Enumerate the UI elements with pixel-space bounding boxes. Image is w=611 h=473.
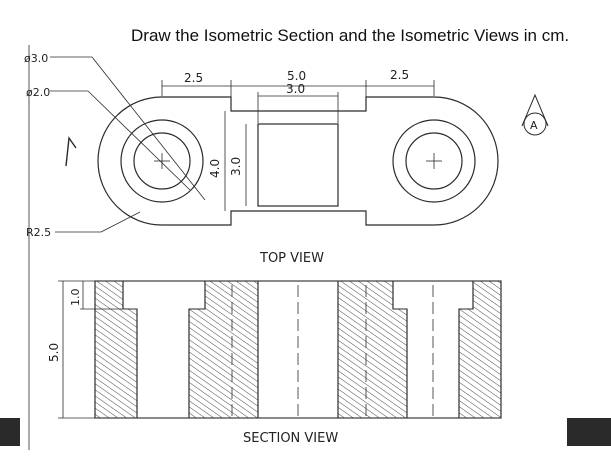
dim-section-height: 5.0 [47, 343, 61, 362]
top-view-label: TOP VIEW [259, 251, 324, 266]
dim-right-width: 2.5 [390, 68, 409, 82]
top-view-outline [97, 96, 499, 226]
inner-square [257, 123, 339, 207]
section-view-label: SECTION VIEW [243, 431, 338, 446]
right-counterbore-profile [392, 281, 474, 418]
top-dimensions [161, 80, 435, 123]
section-outline [94, 280, 502, 419]
dim-large-diameter: ø3.0 [24, 52, 48, 65]
dim-left-width: 2.5 [184, 71, 203, 85]
leader-lines [50, 56, 206, 233]
dim-small-diameter: ø2.0 [26, 86, 50, 99]
dim-radius: R2.5 [26, 226, 51, 239]
section-hatch-left [94, 280, 138, 419]
dim-inner-height: 3.0 [229, 157, 243, 176]
dim-outer-height: 4.0 [208, 159, 222, 178]
dim-counterbore-depth: 1.0 [69, 289, 82, 307]
vertical-dimensions [224, 111, 247, 211]
direction-marker [521, 93, 549, 136]
top-view [50, 56, 549, 233]
dim-inner-width: 3.0 [286, 82, 305, 96]
corner-block-left [0, 418, 20, 446]
right-hole [405, 132, 463, 190]
section-hatch-mid-left [188, 280, 259, 419]
section-view [58, 280, 502, 419]
section-hatch-right [458, 280, 502, 419]
hidden-lines [231, 285, 434, 416]
left-counterbore-profile [122, 281, 206, 418]
direction-marker-label: A [530, 119, 538, 132]
dim-outer-width: 5.0 [287, 69, 306, 83]
section-hatch-mid-right [337, 280, 408, 419]
north-arrow [65, 136, 77, 167]
corner-block-right [567, 418, 611, 446]
right-counterbore [392, 119, 476, 203]
section-dimensions [58, 280, 123, 419]
left-hole [133, 132, 191, 190]
instruction-title: Draw the Isometric Section and the Isome… [131, 26, 570, 45]
left-counterbore [120, 119, 204, 203]
